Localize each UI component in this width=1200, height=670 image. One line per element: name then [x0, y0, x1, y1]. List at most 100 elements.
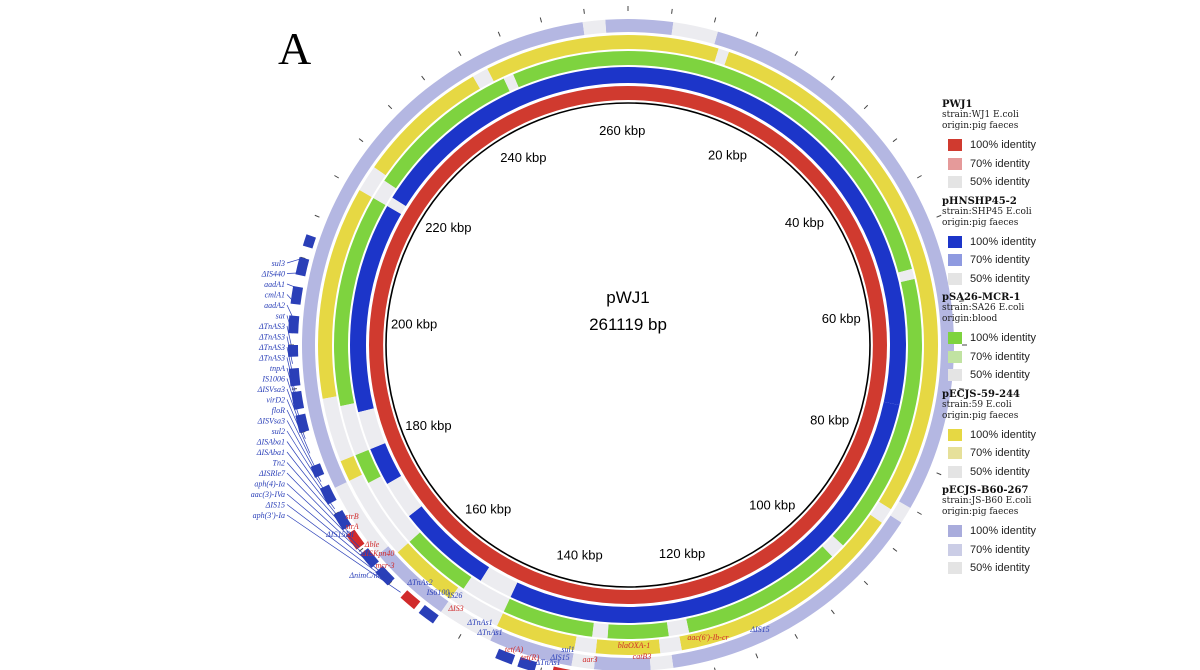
legend-entry: 70% identity — [942, 541, 1192, 560]
tick-mark — [671, 8, 673, 14]
gene-label-blue: IS26 — [447, 591, 463, 600]
gene-label-blue: ΔISAba1 — [256, 438, 285, 447]
outer-ticks — [289, 6, 967, 670]
tick-mark — [421, 75, 426, 81]
gene-leader-line — [286, 493, 380, 571]
ring-gap — [441, 601, 496, 641]
ring-segment — [628, 19, 674, 36]
ring-gap — [671, 22, 718, 45]
tick-mark — [387, 104, 393, 110]
gene-leader-line — [286, 346, 295, 380]
scale-label: 20 kbp — [708, 147, 747, 162]
gene-label-red: ΔISKpn40 — [361, 549, 395, 558]
gene-label-blue: sul1 — [561, 645, 574, 654]
gene-block — [495, 648, 516, 665]
gene-label-blue: ΔTnAS3 — [258, 354, 285, 363]
ring-pecjs-59-244 — [318, 35, 938, 655]
legend-label: 70% identity — [970, 157, 1030, 170]
legend-label: 70% identity — [970, 447, 1030, 460]
ring-segment — [408, 506, 490, 581]
tick-mark — [830, 609, 835, 615]
gene-label-red: catB3 — [633, 652, 652, 661]
ring-segment — [503, 598, 594, 637]
gene-label-blue: ΔTnAs1 — [476, 628, 502, 637]
legend-swatch — [948, 562, 962, 575]
tick-mark — [863, 104, 869, 110]
gene-label-red: Δble — [364, 540, 380, 549]
gene-label-blue: ΔIS15 — [265, 501, 285, 510]
legend-title: PWJ1 — [942, 99, 973, 110]
legend-entry: 100% identity — [942, 522, 1192, 541]
ring-gap — [463, 577, 510, 612]
ring-segment — [397, 543, 459, 599]
gene-label-blue: tnpA — [270, 364, 285, 373]
legend-label: 50% identity — [970, 465, 1030, 478]
gene-block — [302, 234, 316, 249]
gene-label-red: strA — [345, 522, 358, 531]
legend-entry: 50% identity — [942, 366, 1192, 385]
scale-label: 220 kbp — [425, 220, 471, 235]
tick-mark — [892, 547, 898, 552]
ring-segment — [595, 639, 661, 655]
ring-gap — [658, 636, 682, 654]
gene-label-blue: ΔISVsa3 — [257, 417, 285, 426]
gene-label-blue: ΔTnAS3 — [258, 333, 285, 342]
tick-mark — [713, 667, 716, 670]
gene-label-red: tet(A) — [505, 645, 524, 654]
gene-leader-line — [286, 409, 316, 468]
tick-mark — [755, 653, 759, 659]
legend-origin: origin:pig faeces — [942, 217, 1019, 228]
gene-label-blue: ΔTnAs2 — [406, 578, 432, 587]
ring-gap — [870, 501, 891, 523]
ring-segment — [350, 206, 402, 413]
ring-segment — [409, 532, 472, 589]
ring-gap — [340, 403, 369, 456]
gene-label-blue: IS1006 — [261, 375, 285, 384]
tick-mark — [959, 300, 965, 302]
legend-title: pECJS-59-244 — [942, 388, 1020, 400]
legend-swatch — [948, 176, 962, 189]
legend-entry: 70% identity — [942, 155, 1192, 174]
legend-entry: 50% identity — [942, 463, 1192, 482]
ring-gap — [349, 474, 409, 553]
scale-label: 140 kbp — [556, 547, 602, 562]
gene-leader-line — [286, 462, 352, 536]
gene-block — [375, 565, 395, 586]
gene-label-blue: ΔISRle7 — [258, 469, 286, 478]
tick-mark — [959, 388, 965, 390]
ring-gap — [387, 197, 406, 214]
tick-mark — [583, 8, 585, 14]
legend-strain: strain:59 E.coli — [942, 399, 1012, 410]
ring-gap — [890, 501, 911, 523]
gene-leader-line — [286, 483, 370, 560]
gene-label-blue: aph(4)-Ia — [254, 480, 285, 489]
ring-segment — [370, 443, 402, 484]
ring-gap — [582, 19, 607, 36]
tick-mark — [917, 175, 922, 179]
center-title: pWJ1 — [606, 288, 649, 307]
ring-gap — [714, 48, 729, 66]
legend-title: pSA26-MCR-1 — [942, 292, 1021, 303]
gene-leader-line — [286, 357, 296, 395]
ring-gap — [574, 636, 598, 654]
gene-label-blue: ΔTnAS3 — [258, 343, 285, 352]
tick-mark — [713, 17, 717, 23]
gene-block — [333, 510, 352, 531]
gene-label-blue: IS6100 — [426, 588, 450, 597]
gene-leader-line — [286, 388, 306, 439]
legend-label: 50% identity — [970, 272, 1030, 285]
ring-segment — [679, 514, 882, 651]
ring-gap — [480, 567, 518, 597]
gene-leader-line — [286, 504, 390, 583]
ring-segment — [510, 401, 900, 623]
gene-leader-line — [286, 315, 293, 334]
scale-label: 240 kbp — [500, 150, 546, 165]
tick-mark — [830, 75, 835, 81]
legend-label: 100% identity — [970, 525, 1037, 538]
